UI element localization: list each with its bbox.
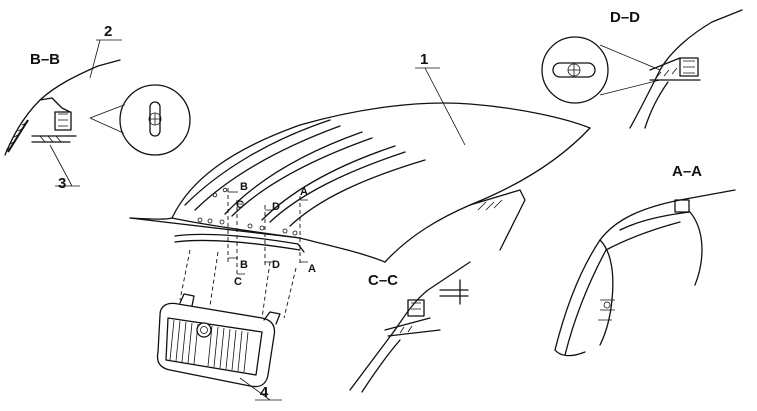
cut-b-bottom: B	[240, 259, 248, 271]
radiator-grille	[156, 249, 297, 401]
title-section-bb: B–B	[30, 51, 60, 68]
title-section-cc: C–C	[368, 272, 398, 289]
leader-part-1	[424, 67, 466, 146]
cut-c-top: C	[236, 199, 244, 211]
section-aa	[554, 189, 736, 357]
cut-a-bottom: A	[308, 263, 316, 275]
title-section-aa: A–A	[672, 163, 702, 180]
cut-a-top: A	[300, 186, 308, 198]
cut-d-bottom: D	[272, 259, 280, 271]
label-part-2: 2	[104, 23, 112, 40]
cut-d-top: D	[272, 201, 280, 213]
label-part-3: 3	[58, 175, 66, 192]
hood-panel	[129, 102, 591, 263]
label-part-1: 1	[420, 51, 428, 68]
cut-c-bottom: C	[234, 276, 242, 288]
section-dd	[541, 9, 743, 129]
cut-b-top: B	[240, 181, 248, 193]
section-bb	[4, 39, 191, 187]
cut-lines	[227, 188, 308, 278]
label-part-4: 4	[260, 384, 269, 401]
title-section-dd: D–D	[610, 9, 640, 26]
section-cc	[349, 189, 526, 393]
